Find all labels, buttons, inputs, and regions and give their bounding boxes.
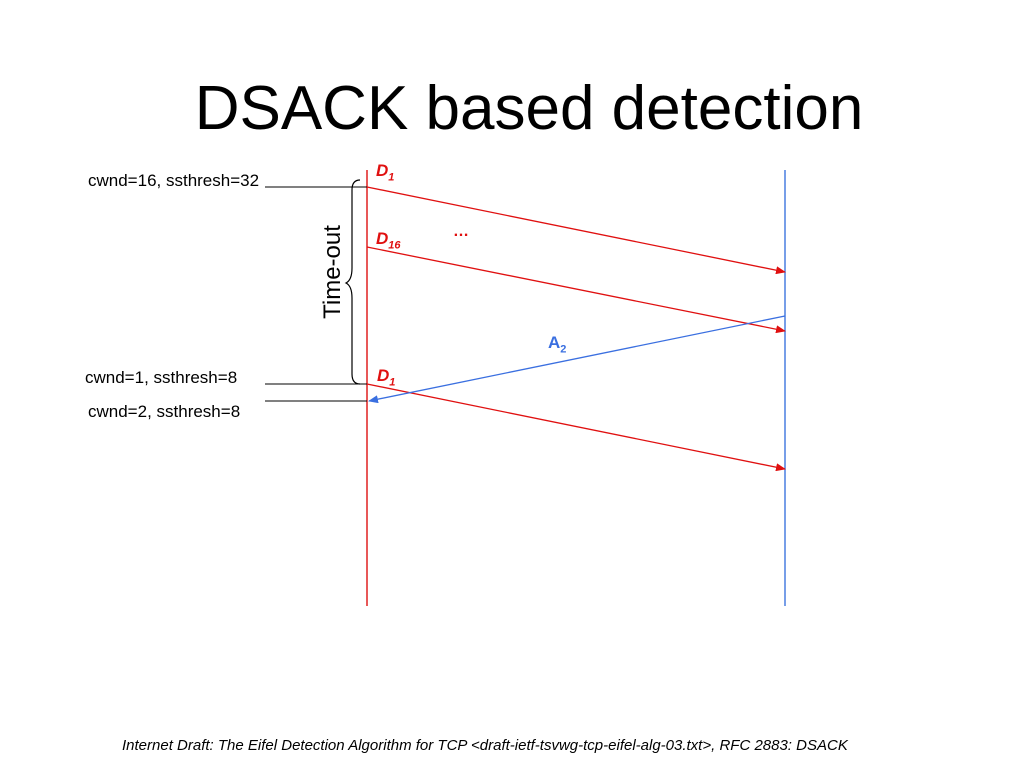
ack-arrow-a2	[368, 315, 786, 404]
note-cwnd1: cwnd=1, ssthresh=8	[85, 368, 238, 387]
packet-label-d16: D16	[376, 229, 401, 252]
data-arrow-d1-retransmit	[366, 383, 786, 472]
packet-label-a2: A2	[548, 333, 567, 356]
data-arrow-d1	[366, 186, 786, 275]
ellipsis: …	[453, 223, 470, 240]
footer-reference: Internet Draft: The Eifel Detection Algo…	[122, 737, 848, 754]
note-cwnd2: cwnd=2, ssthresh=8	[88, 402, 241, 421]
timeout-label: Time-out	[319, 225, 346, 319]
note-cwnd16: cwnd=16, ssthresh=32	[88, 171, 260, 190]
packet-label-d1: D1	[376, 161, 395, 184]
slide-title: DSACK based detection	[194, 74, 864, 143]
packet-label-d1-retransmit: D1	[377, 366, 396, 389]
data-arrow-d16	[366, 246, 786, 334]
timeout-brace	[344, 179, 361, 385]
